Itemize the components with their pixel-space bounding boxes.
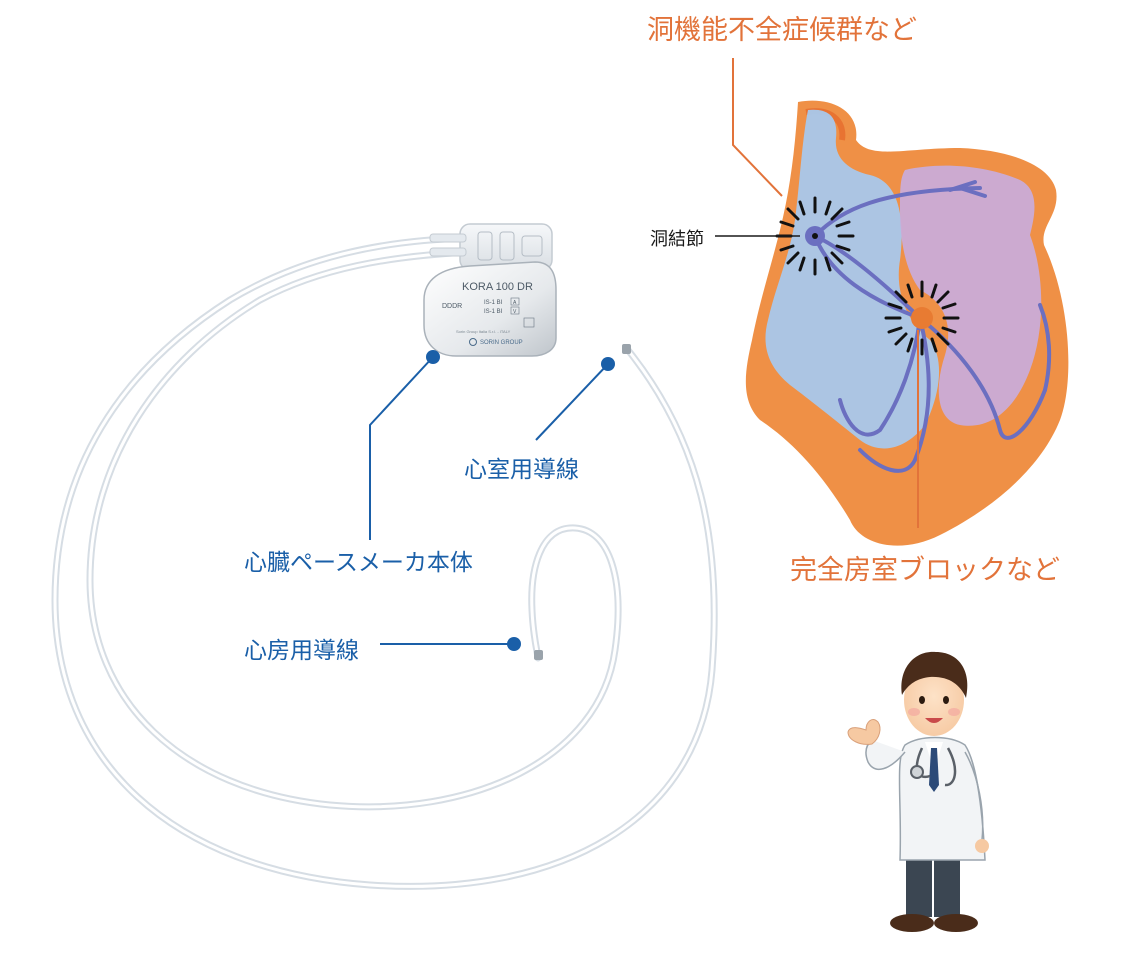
device-model-text: KORA 100 DR: [462, 281, 533, 293]
brand-logo-icon: [469, 338, 477, 346]
left-chamber: [900, 165, 1042, 426]
device-maker-text: Sorin Group Italia S.r.l. - ITALY: [456, 329, 511, 334]
raised-hand-icon: [847, 719, 881, 745]
right-chamber: [765, 109, 940, 449]
device-mode-text: DDDR: [442, 303, 462, 310]
doctor-face: [904, 664, 964, 736]
heart-illustration: [745, 100, 1069, 546]
blue-callouts: [369, 350, 615, 651]
device-can: [423, 261, 557, 357]
device-symbol: [523, 317, 535, 328]
atrial-lead-tip: [534, 650, 543, 660]
av-node: [911, 307, 933, 329]
ventricular-lead-tip: [622, 344, 631, 354]
lead-wires: [51, 234, 718, 890]
sinus-node-label: 洞結節: [650, 229, 704, 250]
pacemaker-device: KORA 100 DR DDDR IS-1 BI IS-1 BI A V Sor…: [423, 223, 557, 357]
ventricular-lead-label: 心室用導線: [464, 457, 579, 483]
sinus-node-burst: [775, 196, 855, 276]
pacemaker-body-dot: [426, 350, 440, 364]
device-connector2-text: IS-1 BI: [484, 309, 503, 315]
atrial-lead-label: 心房用導線: [244, 638, 359, 664]
stethoscope-icon: [910, 765, 924, 779]
device-port-v: V: [513, 309, 517, 315]
atrial-lead-dot: [507, 637, 521, 651]
doctor-illustration: [847, 651, 989, 932]
left-shoe-icon: [890, 914, 934, 932]
doctor-hair: [901, 651, 968, 698]
device-connector1-text: IS-1 BI: [484, 300, 503, 306]
right-shoe-icon: [934, 914, 978, 932]
doctor-coat: [898, 736, 986, 861]
device-port-a: A: [513, 300, 517, 306]
conduction-pathways: [813, 180, 1052, 473]
device-brand-text: SORIN GROUP: [480, 340, 523, 346]
ventricular-lead-dot: [601, 357, 615, 371]
av-block-label: 完全房室ブロックなど: [790, 555, 1060, 586]
pacemaker-body-label: 心臓ペースメーカ本体: [244, 550, 473, 576]
orange-callouts: [732, 58, 919, 528]
av-node-burst: [884, 280, 960, 356]
sinus-syndrome-label: 洞機能不全症候群など: [647, 15, 917, 46]
